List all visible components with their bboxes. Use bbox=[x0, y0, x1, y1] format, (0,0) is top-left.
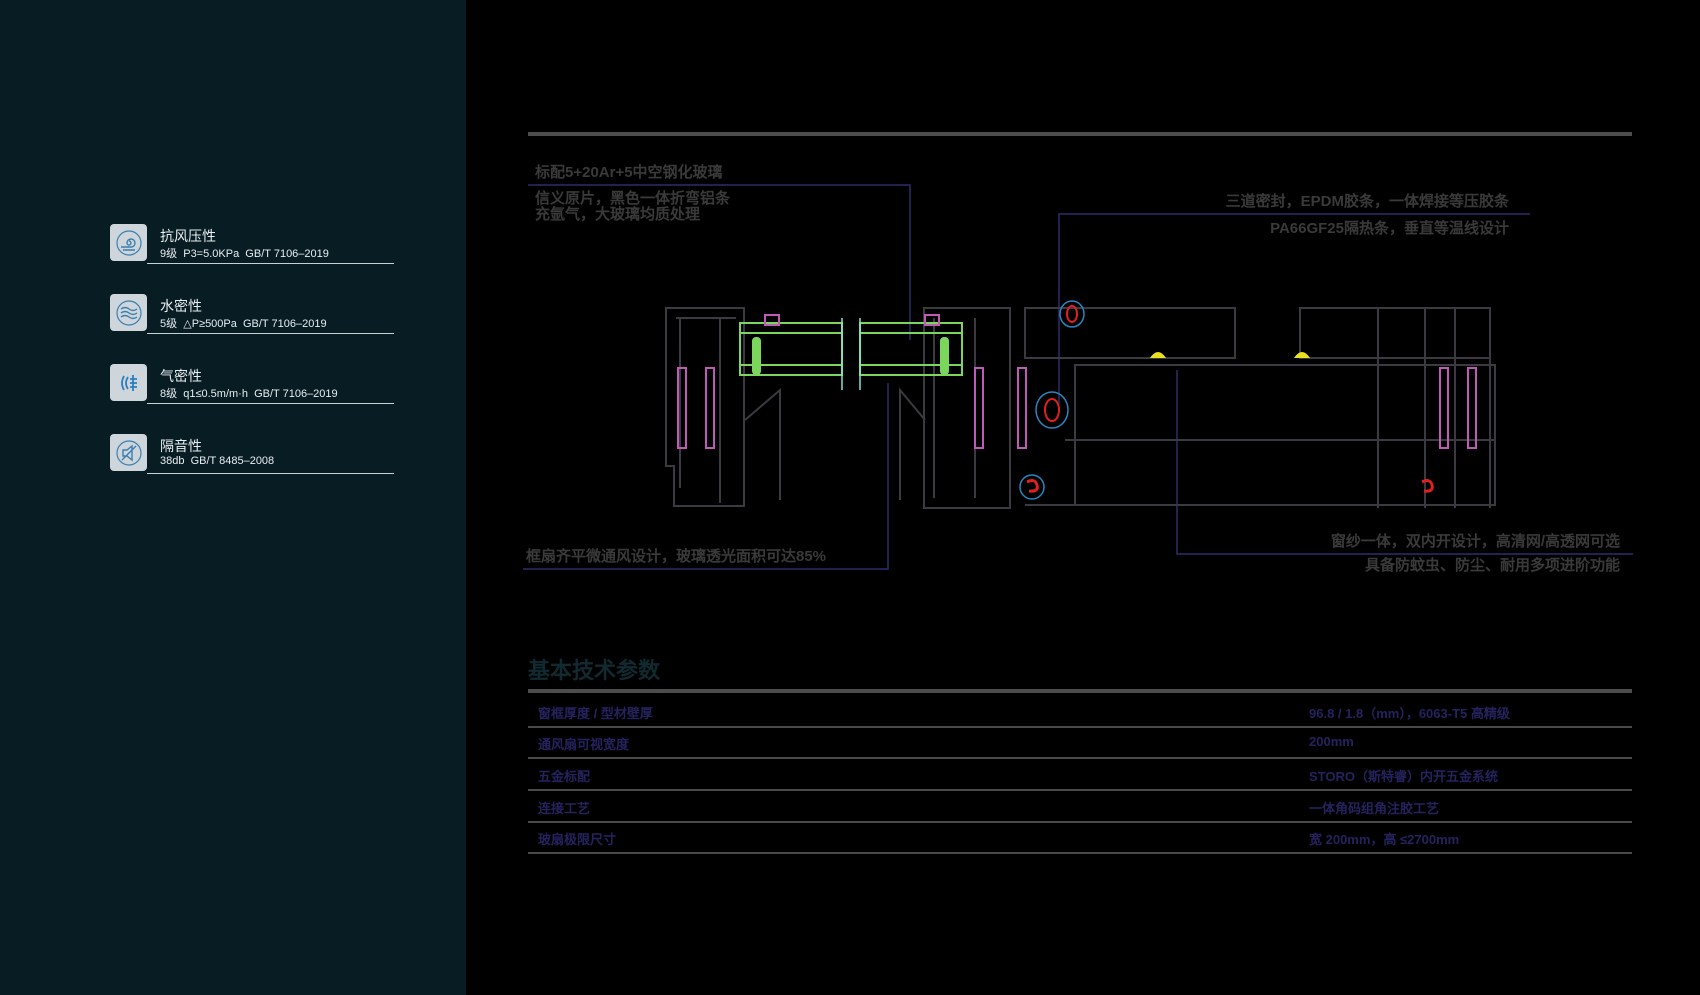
glass-unit bbox=[739, 322, 963, 376]
feature-wind-pressure: 抗风压性 9级 P3=5.0KPa GB/T 7106–2019 bbox=[110, 222, 394, 264]
feature-title: 气密性 bbox=[160, 368, 202, 384]
param-value: 96.8 / 1.8（mm），6063-T5 高精级 bbox=[1309, 706, 1510, 721]
table-row: 玻扇极限尺寸 宽 200mm，高 ≤2700mm bbox=[528, 823, 1632, 854]
feature-spec: 5级 △P≥500Pa GB/T 7106–2019 bbox=[160, 318, 327, 330]
frame-profiles bbox=[665, 307, 1496, 509]
param-name: 窗框厚度 / 型材壁厚 bbox=[538, 706, 653, 721]
param-name: 连接工艺 bbox=[538, 801, 591, 816]
feature-title: 抗风压性 bbox=[160, 228, 216, 244]
param-value: 宽 200mm，高 ≤2700mm bbox=[1309, 832, 1460, 847]
feature-air-tightness: 气密性 8级 q1≤0.5m/m·h GB/T 7106–2019 bbox=[110, 362, 394, 404]
wind-swirl-icon bbox=[110, 224, 147, 261]
sound-mute-icon bbox=[110, 434, 147, 471]
table-row: 通风扇可视宽度 200mm bbox=[528, 728, 1632, 759]
seal-spec-line1: 三道密封，EPDM胶条，一体焊接等压胶条 bbox=[1225, 193, 1509, 210]
feature-sound-insulation: 隔音性 38db GB/T 8485–2008 bbox=[110, 432, 394, 474]
seal-spec-line2: PA66GF25隔热条，垂直等温线设计 bbox=[1270, 220, 1509, 237]
params-title: 基本技术参数 bbox=[528, 658, 661, 683]
params-divider bbox=[528, 689, 1632, 693]
param-name: 通风扇可视宽度 bbox=[538, 737, 630, 752]
thermal-breaks bbox=[677, 314, 1477, 449]
leader-lines bbox=[523, 184, 1633, 570]
feature-spec: 38db GB/T 8485–2008 bbox=[160, 455, 275, 467]
screen-spec-line2: 具备防蚊虫、防尘、耐用多项进阶功能 bbox=[1364, 557, 1620, 574]
glass-break-lines bbox=[841, 318, 861, 390]
param-value: 一体角码组角注胶工艺 bbox=[1309, 801, 1440, 816]
divider bbox=[147, 402, 394, 404]
feature-spec: 9级 P3=5.0KPa GB/T 7106–2019 bbox=[160, 248, 329, 260]
divider bbox=[147, 262, 394, 264]
top-divider bbox=[528, 132, 1632, 136]
param-value: 200mm bbox=[1309, 734, 1354, 749]
param-name: 玻扇极限尺寸 bbox=[538, 832, 617, 847]
param-name: 五金标配 bbox=[538, 769, 591, 784]
table-row: 窗框厚度 / 型材壁厚 96.8 / 1.8（mm），6063-T5 高精级 bbox=[528, 697, 1632, 728]
features-panel: 抗风压性 9级 P3=5.0KPa GB/T 7106–2019 水密性 5级 … bbox=[0, 0, 466, 995]
feature-water-tightness: 水密性 5级 △P≥500Pa GB/T 7106–2019 bbox=[110, 292, 394, 334]
param-value: STORO（斯特睿）内开五金系统 bbox=[1309, 769, 1498, 784]
table-row: 连接工艺 一体角码组角注胶工艺 bbox=[528, 792, 1632, 823]
water-waves-icon bbox=[110, 294, 147, 331]
divider bbox=[147, 332, 394, 334]
feature-title: 水密性 bbox=[160, 298, 202, 314]
gaskets bbox=[1019, 300, 1434, 500]
glass-spec-line1: 信义原片，黑色一体折弯铝条 bbox=[535, 190, 731, 207]
divider bbox=[147, 472, 394, 474]
spacers bbox=[752, 337, 949, 375]
glass-spec-title: 标配5+20Ar+5中空钢化玻璃 bbox=[535, 164, 723, 181]
feature-spec: 8级 q1≤0.5m/m·h GB/T 7106–2019 bbox=[160, 388, 338, 400]
airflow-icon bbox=[110, 364, 147, 401]
screen-spec-line1: 窗纱一体，双内开设计，高清网/高透网可选 bbox=[1330, 533, 1620, 550]
glass-spec-line2: 充氩气，大玻璃均质处理 bbox=[535, 206, 701, 223]
table-row: 五金标配 STORO（斯特睿）内开五金系统 bbox=[528, 760, 1632, 791]
feature-title: 隔音性 bbox=[160, 438, 202, 454]
vent-spec: 框扇齐平微通风设计，玻璃透光面积可达85% bbox=[526, 548, 827, 565]
